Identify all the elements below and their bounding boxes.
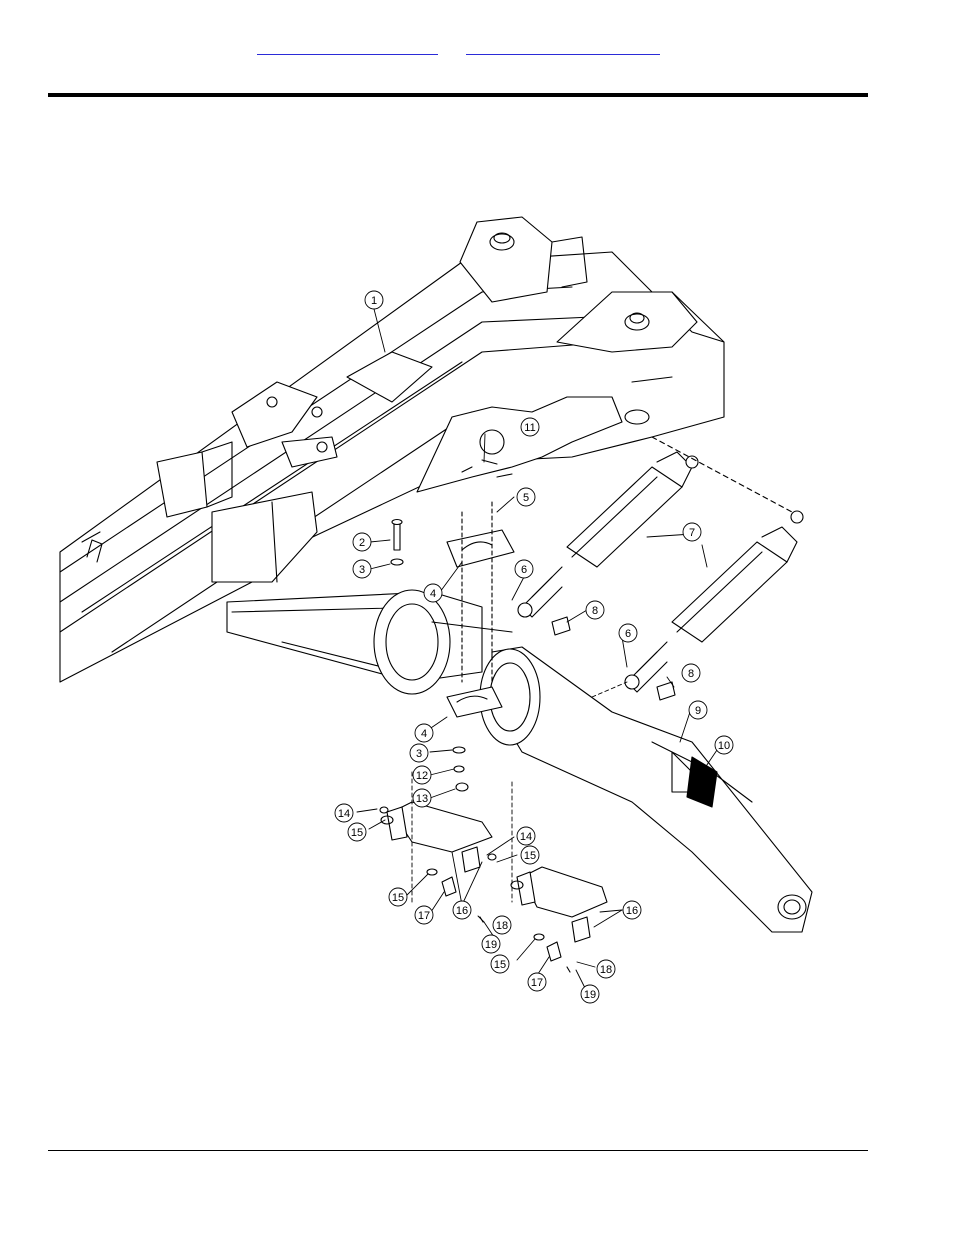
callout-16b: 16 [623, 901, 641, 919]
svg-text:12: 12 [416, 770, 428, 782]
callout-9: 9 [689, 701, 707, 719]
callout-4: 4 [424, 584, 442, 602]
svg-text:14: 14 [520, 831, 532, 843]
callout-1: 1 [365, 291, 383, 309]
callout-2: 2 [353, 533, 371, 551]
cylinder-upper [518, 452, 698, 635]
svg-text:18: 18 [496, 920, 508, 932]
callout-14: 14 [335, 804, 353, 822]
top-rule [48, 93, 868, 97]
svg-text:10: 10 [718, 740, 730, 752]
callout-3: 3 [353, 560, 371, 578]
rock-shaft [227, 590, 512, 694]
leader-dashed-1 [652, 437, 792, 512]
svg-text:11: 11 [524, 422, 535, 434]
svg-text:16: 16 [626, 905, 638, 917]
callout-8b: 8 [682, 664, 700, 682]
svg-text:15: 15 [351, 827, 363, 839]
callout-4b: 4 [415, 724, 433, 742]
bracket-left [381, 802, 492, 872]
svg-text:1: 1 [371, 295, 377, 307]
svg-text:17: 17 [531, 977, 543, 989]
svg-text:4: 4 [421, 728, 427, 740]
svg-text:5: 5 [523, 492, 529, 504]
callout-14b: 14 [517, 827, 535, 845]
svg-text:15: 15 [524, 850, 536, 862]
callout-15d: 15 [491, 955, 509, 973]
callout-18: 18 [493, 916, 511, 934]
callout-18b: 18 [597, 960, 615, 978]
svg-text:6: 6 [625, 628, 631, 640]
svg-text:6: 6 [521, 564, 527, 576]
callout-12: 12 [413, 766, 431, 784]
callout-7: 7 [683, 523, 701, 541]
callout-17: 17 [415, 906, 433, 924]
callout-6: 6 [515, 560, 533, 578]
svg-text:13: 13 [416, 793, 428, 805]
svg-text:3: 3 [359, 564, 365, 576]
header-link-left[interactable] [257, 38, 438, 55]
callout-19b: 19 [581, 985, 599, 1003]
svg-text:7: 7 [689, 527, 695, 539]
svg-text:19: 19 [584, 989, 596, 1001]
svg-text:19: 19 [485, 939, 497, 951]
callout-15b: 15 [521, 846, 539, 864]
callout-5: 5 [517, 488, 535, 506]
callout-13: 13 [413, 789, 431, 807]
svg-text:17: 17 [418, 910, 430, 922]
callout-6b: 6 [619, 624, 637, 642]
header-link-right[interactable] [466, 38, 660, 55]
callout-15c: 15 [389, 888, 407, 906]
svg-text:15: 15 [392, 892, 404, 904]
callout-17b: 17 [528, 973, 546, 991]
svg-text:9: 9 [695, 705, 701, 717]
svg-text:8: 8 [592, 605, 598, 617]
cylinder-lower [625, 511, 803, 700]
svg-text:14: 14 [338, 808, 350, 820]
svg-text:3: 3 [416, 748, 422, 760]
svg-text:16: 16 [456, 905, 468, 917]
callout-3b: 3 [410, 744, 428, 762]
bottom-rule [48, 1150, 868, 1151]
svg-text:8: 8 [688, 668, 694, 680]
svg-text:18: 18 [600, 964, 612, 976]
callout-19: 19 [482, 935, 500, 953]
callout-16: 16 [453, 901, 471, 919]
svg-text:15: 15 [494, 959, 506, 971]
svg-text:2: 2 [359, 537, 365, 549]
parts-diagram: 1 2 3 3 4 4 5 6 6 7 8 8 9 10 11 12 13 14… [52, 212, 842, 1012]
callout-11: 11 [521, 418, 539, 436]
callout-10: 10 [715, 736, 733, 754]
svg-text:4: 4 [430, 588, 436, 600]
callout-15: 15 [348, 823, 366, 841]
bracket-right [511, 867, 607, 942]
callout-8: 8 [586, 601, 604, 619]
